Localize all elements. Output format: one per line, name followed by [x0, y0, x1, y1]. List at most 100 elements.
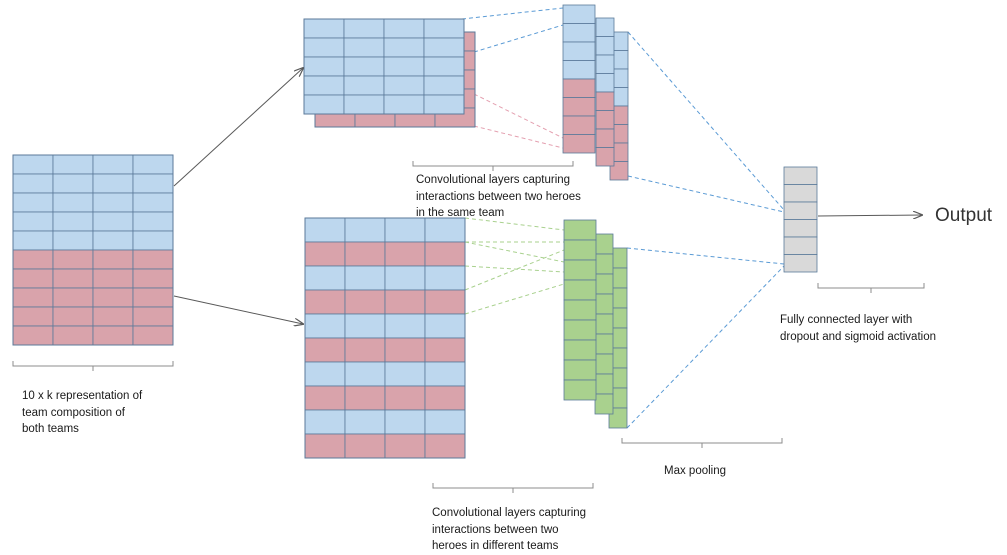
grid-cell	[52, 287, 94, 308]
grid-cell	[344, 289, 386, 315]
grid-cell	[52, 306, 94, 327]
grid-cell	[12, 249, 54, 270]
different-team-feature-maps	[563, 219, 628, 429]
pooling-to-fc-connection-lines	[626, 31, 785, 429]
grid-cell	[303, 94, 345, 115]
grid-cell	[343, 75, 385, 96]
same-team-feature-map-1	[562, 4, 596, 154]
grid-cell	[92, 249, 134, 270]
grid-cell	[384, 385, 426, 411]
grid-cell	[383, 18, 425, 39]
map-cell	[783, 201, 818, 220]
grid-cell	[304, 241, 346, 267]
different-team-conv-layer	[304, 217, 466, 459]
grid-cell	[384, 361, 426, 387]
map-cell	[595, 147, 615, 167]
different-team-feature-map-3	[608, 247, 628, 429]
map-cell	[594, 373, 614, 395]
grid-cell	[303, 75, 345, 96]
grid-cell	[12, 154, 54, 175]
grid-cell	[52, 154, 94, 175]
different-team-convolution-grid	[304, 217, 466, 459]
grid-cell	[52, 249, 94, 270]
map-cell	[562, 78, 596, 98]
grid-cell	[304, 361, 346, 387]
map-cell	[563, 359, 597, 381]
grid-cell	[304, 409, 346, 435]
grid-cell	[384, 313, 426, 339]
green-link	[464, 283, 565, 315]
grid-cell	[384, 217, 426, 243]
map-cell	[562, 97, 596, 117]
grid-cell	[423, 94, 465, 115]
grid-cell	[12, 287, 54, 308]
same-team-pink-connection-lines	[473, 93, 564, 149]
grid-cell	[304, 217, 346, 243]
map-cell	[595, 17, 615, 37]
grid-cell	[52, 268, 94, 289]
grid-cell	[92, 230, 134, 251]
grid-cell	[52, 173, 94, 194]
grid-cell	[424, 361, 466, 387]
grid-cell	[12, 211, 54, 232]
map-cell	[595, 54, 615, 74]
grid-cell	[344, 433, 386, 459]
map-cell	[594, 353, 614, 375]
same-team-connection-lines	[461, 7, 564, 53]
grid-cell	[12, 173, 54, 194]
grid-cell	[383, 94, 425, 115]
map-cell	[562, 4, 596, 24]
grid-cell	[423, 37, 465, 58]
map-cell	[563, 319, 597, 341]
green-link	[464, 265, 565, 273]
grid-cell	[424, 385, 466, 411]
grid-cell	[344, 265, 386, 291]
input-bracket	[12, 361, 174, 371]
grid-cell	[343, 37, 385, 58]
different-team-connection-lines	[464, 217, 565, 315]
grid-cell	[92, 287, 134, 308]
grid-cell	[424, 313, 466, 339]
grid-cell	[132, 173, 174, 194]
same-team-feature-maps	[562, 4, 629, 181]
grid-cell	[303, 18, 345, 39]
grid-cell	[344, 385, 386, 411]
grid-cell	[92, 192, 134, 213]
map-cell	[562, 23, 596, 43]
map-cell	[783, 219, 818, 238]
grid-cell	[384, 241, 426, 267]
grid-cell	[424, 241, 466, 267]
max-pooling-bracket	[621, 438, 783, 448]
grid-cell	[383, 56, 425, 77]
grid-cell	[343, 18, 385, 39]
map-cell	[563, 259, 597, 281]
grid-cell	[384, 265, 426, 291]
grid-cell	[304, 313, 346, 339]
map-cell	[562, 115, 596, 135]
map-cell	[594, 333, 614, 355]
grid-cell	[132, 287, 174, 308]
pink-link	[473, 125, 564, 149]
max-pooling-label: Max pooling	[664, 465, 727, 477]
grid-cell	[423, 75, 465, 96]
grid-cell	[303, 56, 345, 77]
grid-cell	[384, 409, 426, 435]
map-cell	[563, 379, 597, 401]
grid-cell	[92, 154, 134, 175]
grid-cell	[52, 325, 94, 346]
map-cell	[594, 253, 614, 275]
same-team-conv-bracket	[412, 161, 574, 171]
fc-link	[627, 175, 785, 213]
map-cell	[594, 313, 614, 335]
green-link	[464, 217, 565, 231]
green-link	[464, 241, 565, 263]
grid-cell	[12, 192, 54, 213]
grid-cell	[12, 325, 54, 346]
grid-cell	[303, 37, 345, 58]
grid-cell	[343, 56, 385, 77]
input-team-composition-matrix	[12, 154, 174, 346]
grid-cell	[132, 268, 174, 289]
grid-cell	[304, 265, 346, 291]
